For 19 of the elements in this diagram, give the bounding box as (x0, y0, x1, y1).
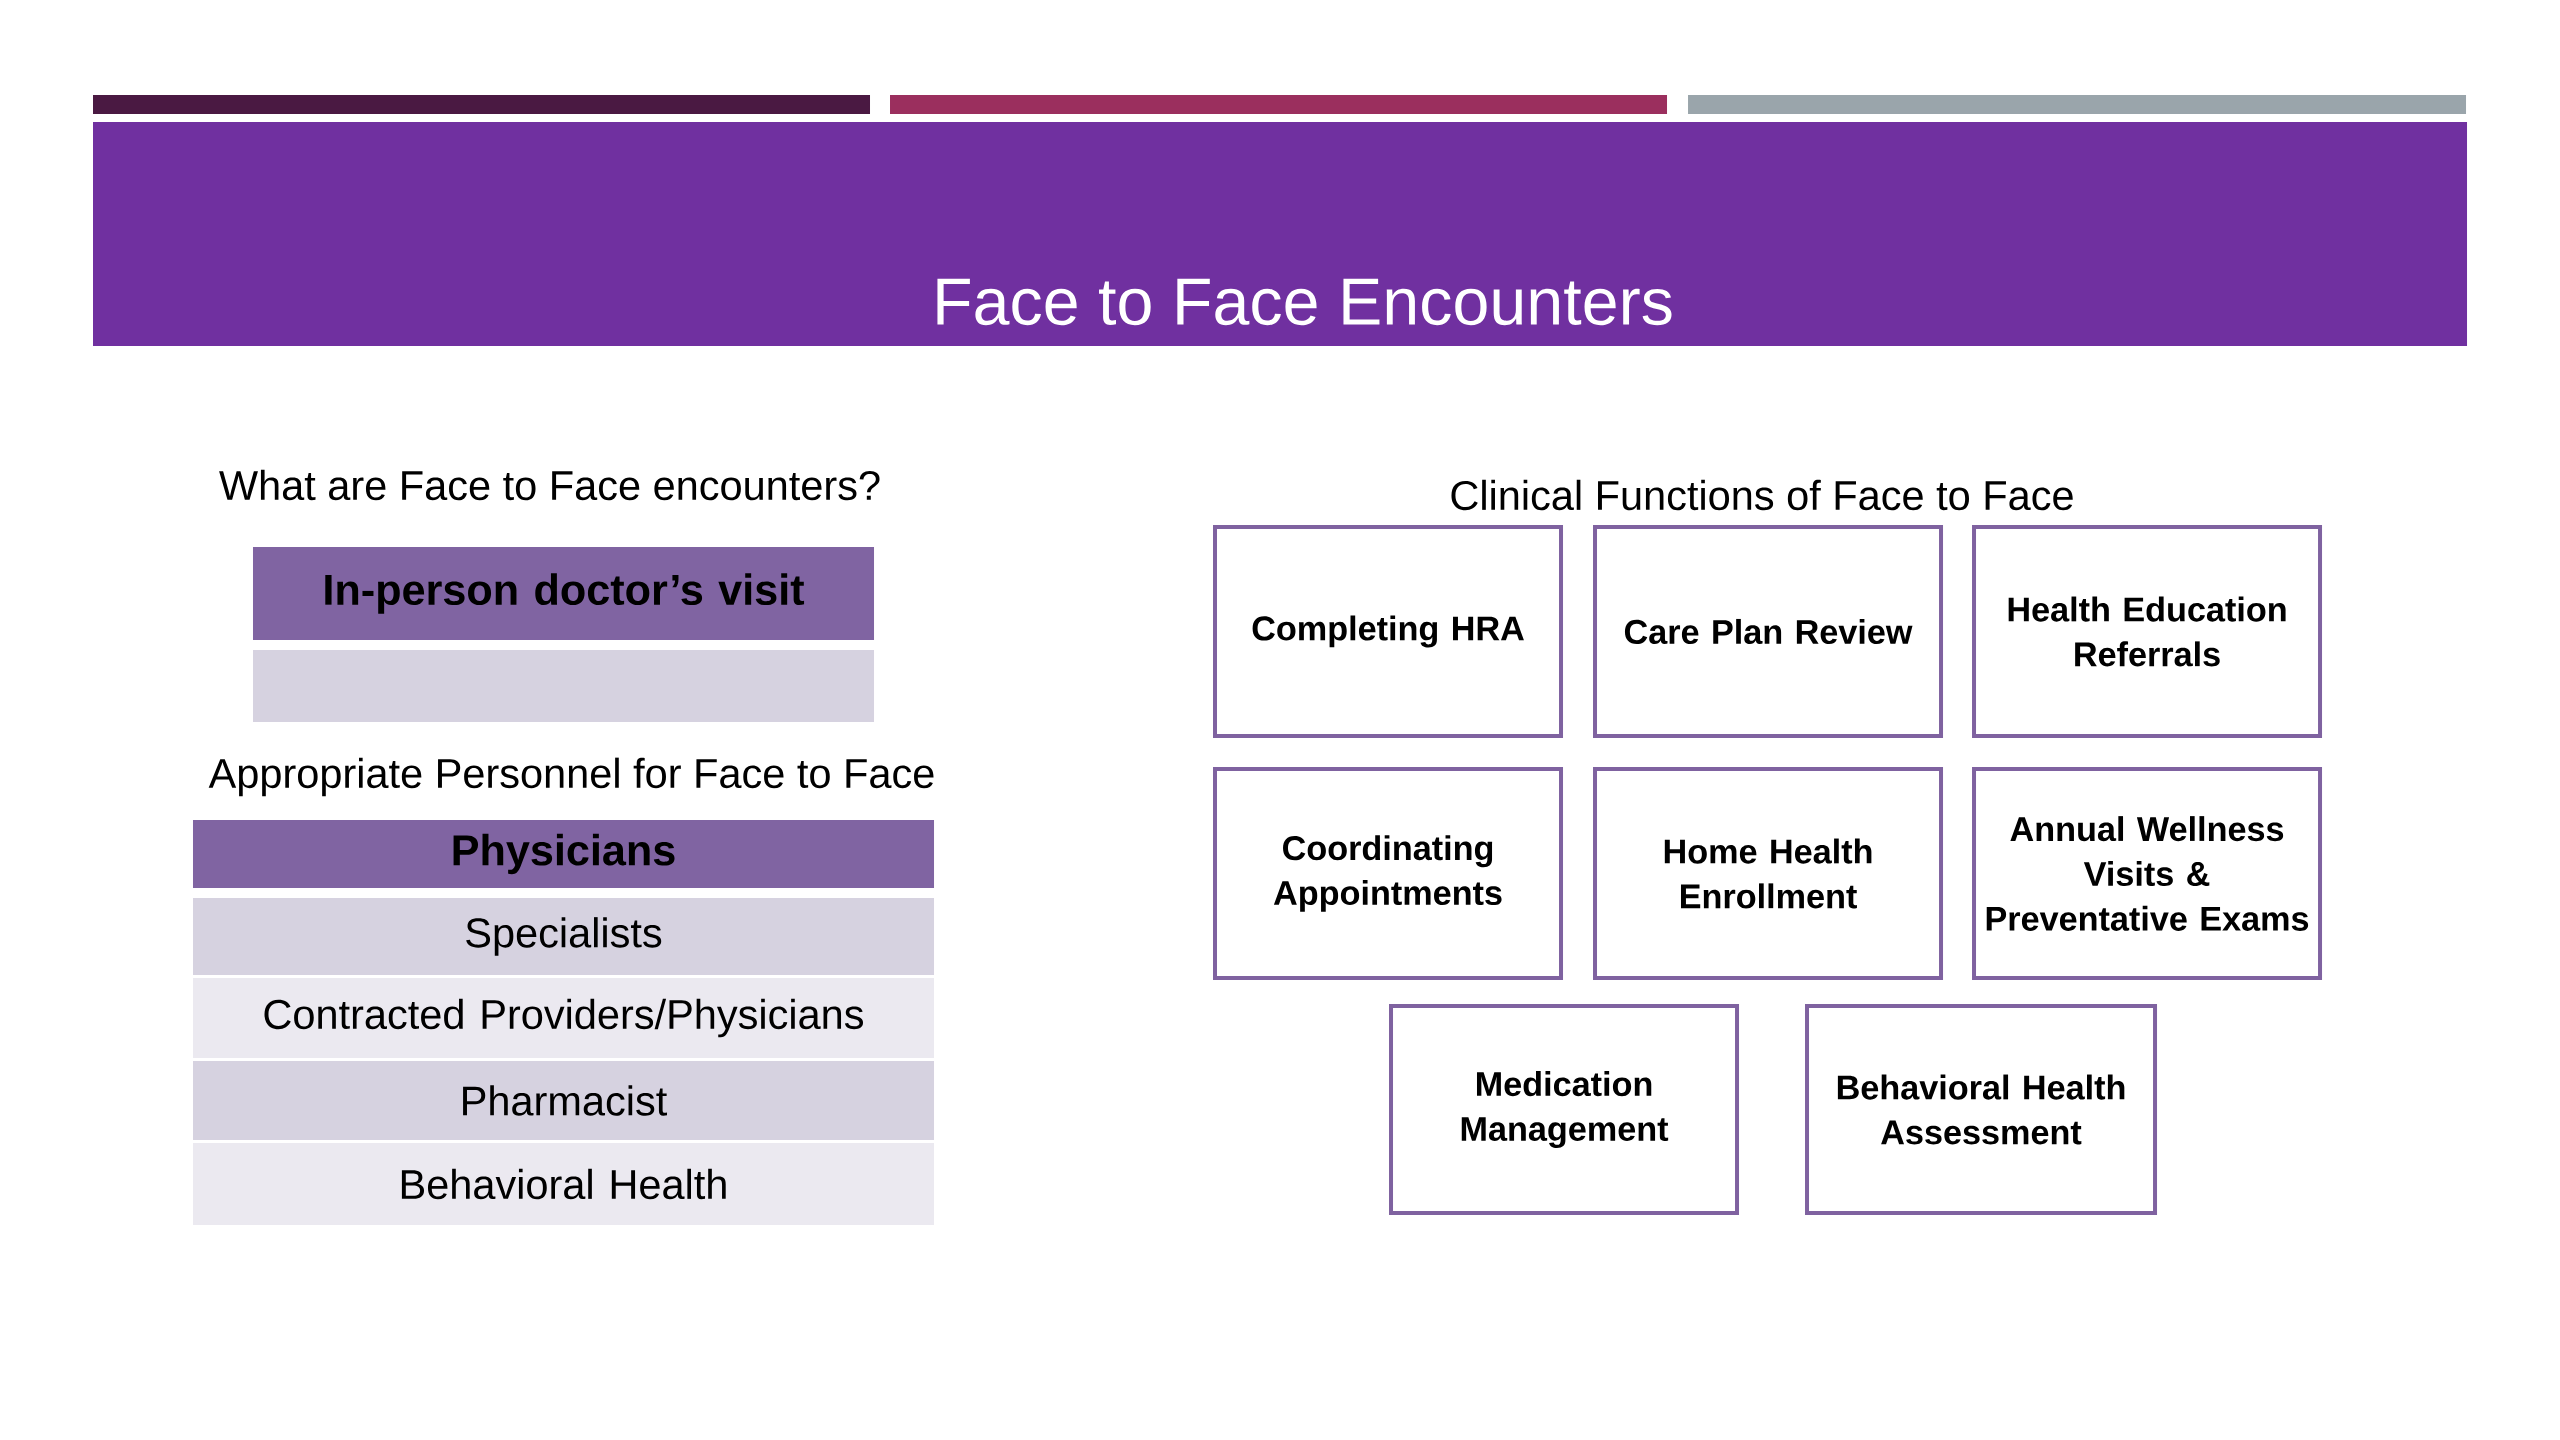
function-box: Home Health Enrollment (1593, 767, 1944, 980)
function-box: Medication Management (1389, 1004, 1739, 1215)
table-cell: Specialists (193, 898, 934, 975)
table-cell: Pharmacist (193, 1061, 934, 1140)
function-box: Health Education Referrals (1972, 525, 2323, 738)
title-banner: Face to Face Encounters (93, 122, 2468, 346)
table-cell: Contracted Providers/Physicians (193, 978, 934, 1058)
section-heading: Appropriate Personnel for Face to Face (208, 757, 934, 797)
table-cell: Behavioral Health (193, 1143, 934, 1225)
function-box: Annual Wellness Visits & Preventative Exams (1972, 767, 2323, 980)
table-header-cell: Physicians (193, 820, 934, 888)
function-box: Coordinating Appointments (1213, 767, 1563, 980)
function-box: Behavioral Health Assessment (1805, 1004, 2158, 1215)
section-heading: What are Face to Face encounters? (219, 469, 880, 501)
function-box: Completing HRA (1213, 525, 1563, 738)
section-heading: Clinical Functions of Face to Face (1451, 479, 2073, 511)
function-box: Care Plan Review (1593, 525, 1944, 738)
table-header-cell: In-person doctor’s visit (253, 547, 874, 640)
table-cell (253, 650, 874, 722)
